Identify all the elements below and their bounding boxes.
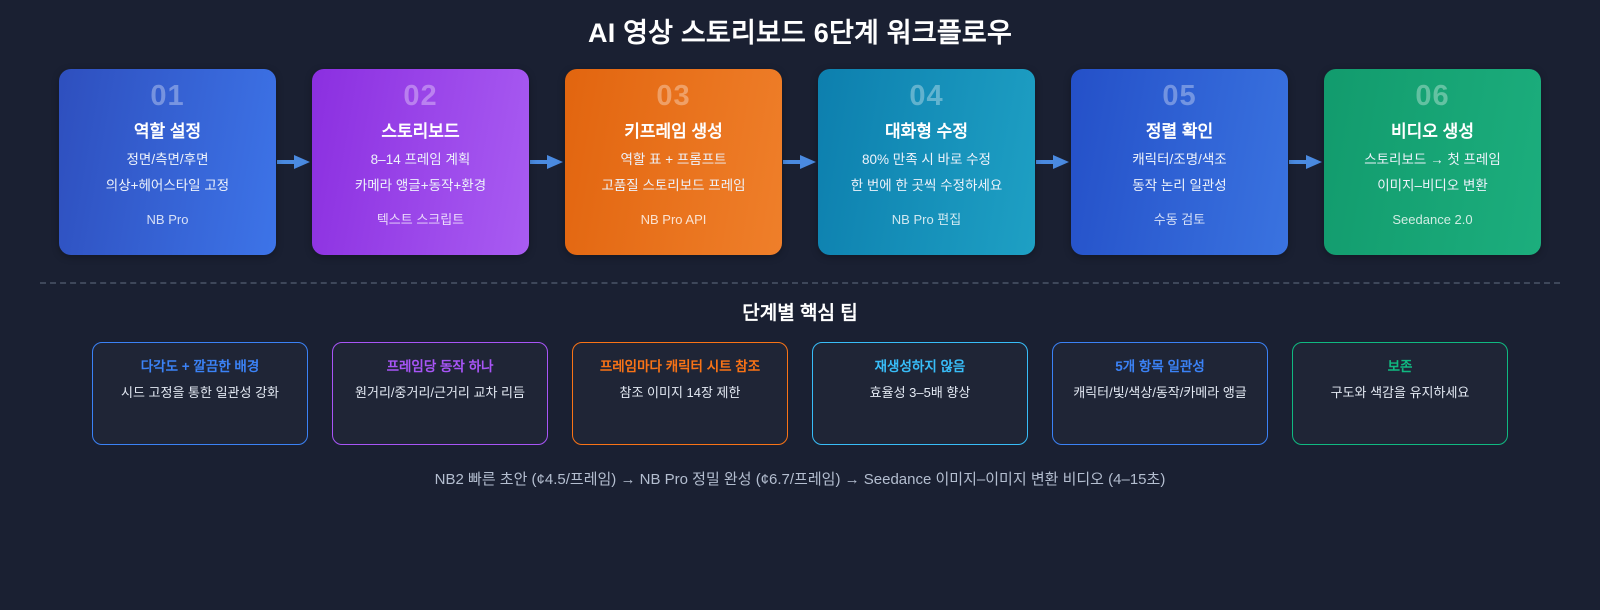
tip-card-2[interactable]: 프레임당 동작 하나 원거리/중거리/근거리 교차 리듬 xyxy=(332,342,548,446)
step-detail-line-1: 80% 만족 시 바로 수정 xyxy=(862,151,991,167)
step-card-02[interactable]: 02 스토리보드 8–14 프레임 계획 카메라 앵글+동작+환경 텍스트 스크… xyxy=(312,69,529,256)
step-tool-label: 수동 검토 xyxy=(1153,211,1206,227)
arrow-right-icon-4 xyxy=(1035,69,1071,255)
page-title: AI 영상 스토리보드 6단계 워크플로우 xyxy=(588,18,1012,48)
step-detail-line-2: 한 번에 한 곳씩 수정하세요 xyxy=(850,177,1003,193)
section-divider xyxy=(40,282,1560,285)
step-card-05[interactable]: 05 정렬 확인 캐릭터/조명/색조 동작 논리 일관성 수동 검토 xyxy=(1071,69,1288,256)
tip-headline: 프레임마다 캐릭터 시트 참조 xyxy=(599,359,761,375)
tip-headline: 다각도 + 깔끔한 배경 xyxy=(140,359,260,375)
tip-headline: 프레임당 동작 하나 xyxy=(386,359,494,375)
tip-card-1[interactable]: 다각도 + 깔끔한 배경 시드 고정을 통한 일관성 강화 xyxy=(92,342,308,446)
tips-row: 다각도 + 깔끔한 배경 시드 고정을 통한 일관성 강화 프레임당 동작 하나… xyxy=(0,342,1600,446)
step-card-06[interactable]: 06 비디오 생성 스토리보드 → 첫 프레임 이미지–비디오 변환 Seeda… xyxy=(1324,69,1541,256)
step-title: 역할 설정 xyxy=(133,121,202,141)
tip-card-6[interactable]: 보존 구도와 색감을 유지하세요 xyxy=(1292,342,1508,446)
step-number: 06 xyxy=(1415,80,1450,113)
step-detail-line-2: 고품질 스토리보드 프레임 xyxy=(601,177,746,193)
step-number: 04 xyxy=(909,80,944,113)
step-detail-line-2: 동작 논리 일관성 xyxy=(1132,177,1227,193)
step-card-03[interactable]: 03 키프레임 생성 역할 표 + 프롬프트 고품질 스토리보드 프레임 NB … xyxy=(565,69,782,256)
step-detail-line-1: 정면/측면/후면 xyxy=(126,151,209,167)
tip-headline: 5개 항목 일관성 xyxy=(1115,359,1205,375)
tip-subtext: 원거리/중거리/근거리 교차 리듬 xyxy=(355,385,525,401)
step-detail-line-2: 이미지–비디오 변환 xyxy=(1377,177,1488,193)
tip-subtext: 구도와 색감을 유지하세요 xyxy=(1330,385,1470,401)
step-tool-label: NB Pro API xyxy=(640,211,707,227)
arrow-right-icon-3 xyxy=(782,69,818,255)
step-number: 03 xyxy=(656,80,691,113)
step-tool-label: NB Pro 편집 xyxy=(891,211,962,227)
arrow-right-icon-5 xyxy=(1288,69,1324,255)
pipeline-summary-note: NB2 빠른 초안 (¢4.5/프레임) → NB Pro 정밀 완성 (¢6.… xyxy=(434,471,1166,489)
step-tool-label: 텍스트 스크립트 xyxy=(376,211,465,227)
step-card-01[interactable]: 01 역할 설정 정면/측면/후면 의상+헤어스타일 고정 NB Pro xyxy=(59,69,276,256)
arrow-right-icon-2 xyxy=(529,69,565,255)
step-title: 비디오 생성 xyxy=(1391,121,1474,141)
tip-card-3[interactable]: 프레임마다 캐릭터 시트 참조 참조 이미지 14장 제한 xyxy=(572,342,788,446)
step-detail-line-1: 스토리보드 → 첫 프레임 xyxy=(1364,151,1501,167)
step-tool-label: Seedance 2.0 xyxy=(1392,211,1473,227)
tip-subtext: 캐릭터/빛/색상/동작/카메라 앵글 xyxy=(1073,385,1247,401)
step-number: 01 xyxy=(150,80,185,113)
step-title: 스토리보드 xyxy=(381,121,460,141)
tip-headline: 재생성하지 않음 xyxy=(874,359,966,375)
step-detail-line-1: 8–14 프레임 계획 xyxy=(370,151,471,167)
step-number: 05 xyxy=(1162,80,1197,113)
step-number: 02 xyxy=(403,80,438,113)
tip-card-4[interactable]: 재생성하지 않음 효율성 3–5배 향상 xyxy=(812,342,1028,446)
tip-subtext: 효율성 3–5배 향상 xyxy=(869,385,971,401)
step-title: 키프레임 생성 xyxy=(624,121,723,141)
step-detail-line-1: 캐릭터/조명/색조 xyxy=(1132,151,1227,167)
step-title: 대화형 수정 xyxy=(885,121,968,141)
step-card-04[interactable]: 04 대화형 수정 80% 만족 시 바로 수정 한 번에 한 곳씩 수정하세요… xyxy=(818,69,1035,256)
step-detail-line-2: 의상+헤어스타일 고정 xyxy=(105,177,230,193)
arrow-right-icon-1 xyxy=(276,69,312,255)
tips-section-title: 단계별 핵심 팁 xyxy=(742,303,858,325)
tip-headline: 보존 xyxy=(1387,359,1413,375)
step-tool-label: NB Pro xyxy=(146,211,189,227)
workflow-steps-row: 01 역할 설정 정면/측면/후면 의상+헤어스타일 고정 NB Pro 02 … xyxy=(0,69,1600,256)
tip-subtext: 시드 고정을 통한 일관성 강화 xyxy=(121,385,279,401)
tip-card-5[interactable]: 5개 항목 일관성 캐릭터/빛/색상/동작/카메라 앵글 xyxy=(1052,342,1268,446)
tip-subtext: 참조 이미지 14장 제한 xyxy=(619,385,741,401)
step-title: 정렬 확인 xyxy=(1145,121,1214,141)
step-detail-line-2: 카메라 앵글+동작+환경 xyxy=(354,177,487,193)
step-detail-line-1: 역할 표 + 프롬프트 xyxy=(620,151,727,167)
